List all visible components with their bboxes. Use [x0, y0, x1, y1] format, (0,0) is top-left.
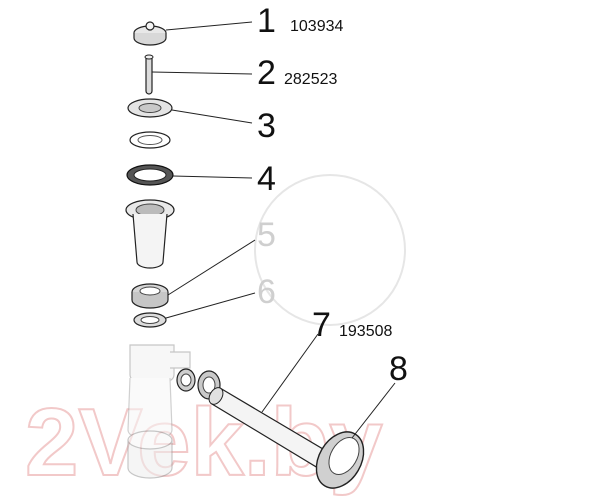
callout-number-6: 6 — [257, 273, 276, 311]
part-8-rosette — [315, 431, 365, 489]
part-code-2: 282523 — [284, 71, 337, 88]
callout-number-2: 2 — [257, 54, 276, 92]
part-3-strainer — [127, 98, 173, 149]
callout-number-3: 3 — [257, 107, 276, 145]
magnifier-outline — [254, 174, 406, 326]
leader-line-8 — [351, 382, 396, 439]
callout-number-5: 5 — [257, 216, 276, 254]
part-code-1: 103934 — [290, 18, 343, 35]
part-5-drain-body — [125, 199, 175, 309]
part-code-7: 193508 — [339, 323, 392, 340]
leader-line-4 — [172, 175, 253, 179]
leader-line-2 — [151, 71, 253, 75]
callout-number-4: 4 — [257, 160, 276, 198]
callout-number-1: 1 — [257, 2, 276, 40]
leader-line-3 — [171, 109, 253, 124]
leader-line-7 — [261, 333, 319, 413]
part-6-ring — [133, 312, 167, 328]
leader-line-6 — [165, 292, 256, 319]
part-1-stopper — [133, 21, 167, 46]
callout-number-7: 7 — [312, 306, 331, 344]
part-4-gasket — [126, 164, 174, 186]
siphon-body-faded — [127, 344, 191, 479]
part-2-rod — [144, 54, 154, 95]
leader-line-1 — [165, 21, 253, 31]
callout-number-8: 8 — [389, 350, 408, 388]
leader-line-5 — [167, 239, 256, 296]
